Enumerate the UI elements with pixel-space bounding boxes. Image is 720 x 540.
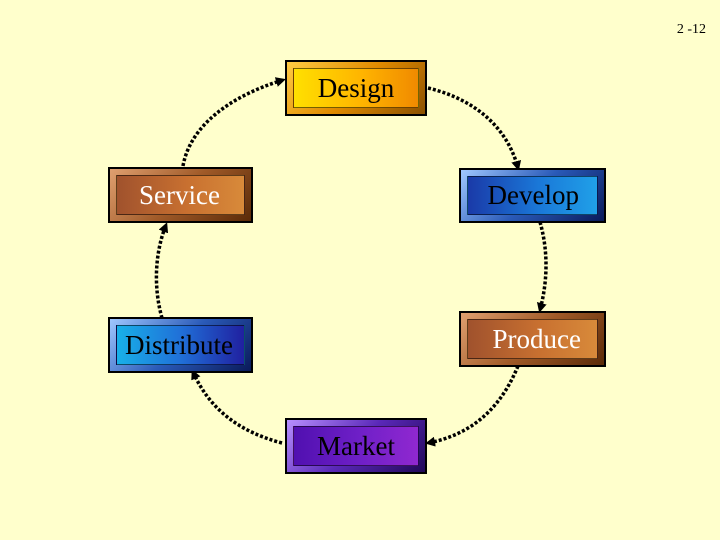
arrow-distribute-to-service — [154, 222, 169, 319]
arrow-design-to-develop — [427, 86, 522, 171]
node-distribute-label: Distribute — [116, 325, 245, 365]
arrow-market-to-distribute — [191, 369, 283, 445]
node-market-label: Market — [293, 426, 419, 466]
node-service-label: Service — [116, 175, 245, 215]
node-design-label: Design — [293, 68, 419, 108]
node-distribute: Distribute — [108, 317, 253, 373]
arrow-produce-to-market — [425, 365, 520, 447]
node-design: Design — [285, 60, 427, 116]
page-number: 2 -12 — [676, 22, 706, 37]
arrow-service-to-design — [181, 77, 286, 167]
node-service: Service — [108, 167, 253, 223]
node-produce: Produce — [459, 311, 606, 367]
node-develop-label: Develop — [467, 176, 598, 215]
node-develop: Develop — [459, 168, 606, 223]
node-produce-label: Produce — [467, 319, 598, 359]
node-market: Market — [285, 418, 427, 474]
arrow-develop-to-produce — [536, 221, 548, 313]
